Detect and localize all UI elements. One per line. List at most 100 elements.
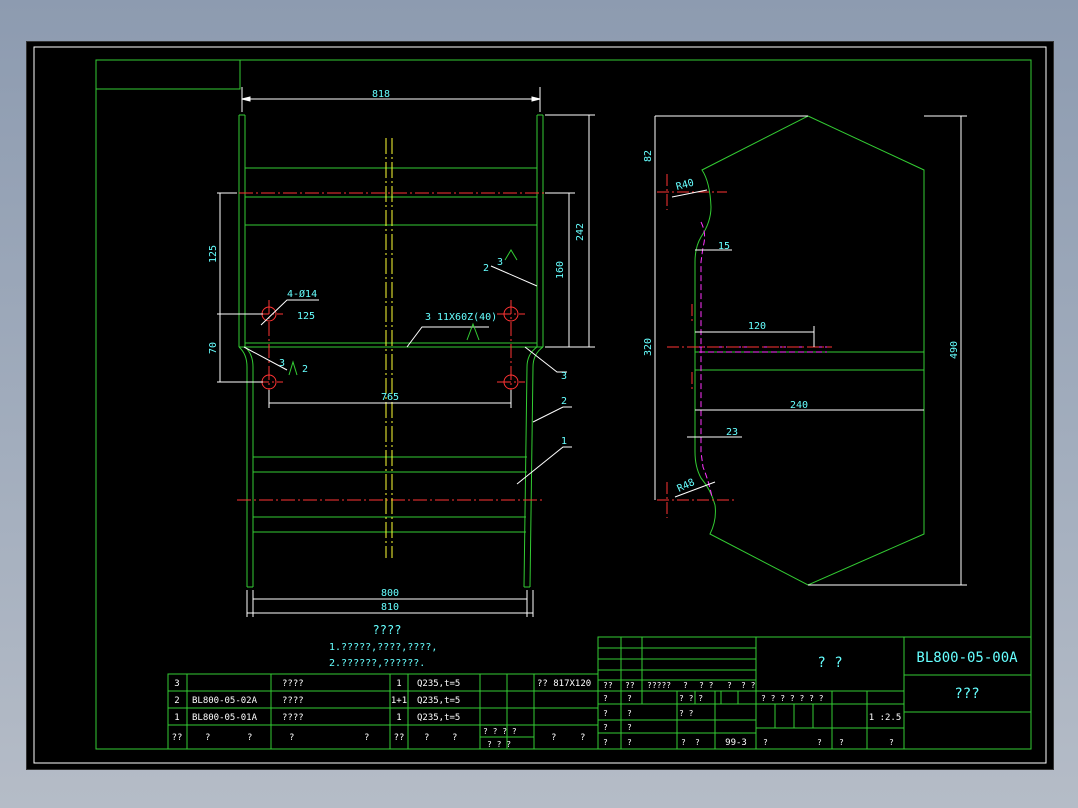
parts-row-3-name: ???? (282, 679, 304, 689)
side-view-dimensions (654, 115, 967, 586)
unit-name: ? ? (817, 655, 842, 671)
tb-r3-c2: ? (627, 709, 632, 718)
notes-line-2: 2.??????,??????. (329, 658, 425, 669)
tb-r5-right-2: ? (817, 738, 822, 747)
drawing-sheet: 818 242 160 125 70 765 800 810 4-Ø14 125… (33, 46, 1047, 764)
drawing-number: BL800-05-00A (916, 650, 1018, 666)
parts-header-qty: ?? (394, 733, 405, 743)
dim-320: 320 (643, 338, 654, 356)
notes-title: ???? (373, 623, 402, 637)
scale-value: 1 :2.5 (869, 713, 902, 723)
weld-upper-right-a: 2 (483, 263, 489, 274)
parts-row-2-code: BL800-05-02A (192, 696, 258, 706)
tb-r3-c1: ? (603, 709, 608, 718)
cad-viewport[interactable]: 818 242 160 125 70 765 800 810 4-Ø14 125… (26, 41, 1054, 770)
balloon-1: 1 (561, 436, 567, 447)
parts-header-code-b: ? (247, 733, 252, 743)
front-view-axis (385, 138, 393, 558)
tb-r1-c2: ?? (625, 681, 635, 690)
weld-symbols (288, 249, 518, 376)
tb-r1-c7: ? ? (741, 681, 756, 690)
tb-r2-c1: ? (603, 694, 608, 703)
tb-r2-c2: ? (627, 694, 632, 703)
parts-header-mat-a: ? (424, 733, 429, 743)
parts-header-name-b: ? (364, 733, 369, 743)
parts-row-3-material: Q235,t=5 (417, 679, 460, 689)
dim-800: 800 (381, 588, 399, 599)
drawing-name: ??? (954, 686, 979, 702)
tb-r2-c3: ? ? ? (679, 694, 703, 703)
front-view-centerlines (217, 192, 557, 501)
parts-row-3-remark: ?? 817X120 (537, 679, 591, 689)
dim-240: 240 (790, 400, 808, 411)
parts-header-remark-b: ? (580, 733, 585, 743)
parts-header-code-a: ? (205, 733, 210, 743)
parts-header-remark-a: ? (551, 733, 556, 743)
dim-818: 818 (372, 89, 390, 100)
parts-header-name: ? (289, 733, 294, 743)
tb-r5-c1: ? (603, 738, 608, 747)
dim-125: 125 (208, 245, 219, 263)
dim-r40: R40 (675, 178, 695, 193)
tb-r1-c6: ? (727, 681, 732, 690)
parts-list: 3 ???? 1 Q235,t=5 ?? 817X120 2 BL800-05-… (167, 673, 599, 750)
title-block: BL800-05-00A ??? ? ? 1 :2.5 99-3 ?? ?? ?… (597, 636, 1032, 750)
drawing-frame (33, 46, 1047, 764)
parts-row-1-material: Q235,t=5 (417, 713, 460, 723)
tb-r5-c4: ? (695, 738, 700, 747)
notes-line-1: 1.?????,????,????, (329, 642, 437, 653)
tb-r1-c3: ????? (647, 681, 671, 690)
date-value: 99-3 (725, 738, 747, 748)
tb-r5-right-1: ? (763, 738, 768, 747)
side-view: 82 R40 15 120 320 240 23 R48 490 (643, 115, 967, 586)
tb-r4-c2: ? (627, 723, 632, 732)
parts-header-no: ?? (172, 733, 183, 743)
weld-left-side: 2 (302, 364, 308, 375)
parts-row-2-no: 2 (174, 696, 179, 706)
dim-765: 765 (381, 392, 399, 403)
technical-notes: ???? 1.?????,????,????, 2.??????,??????. (329, 623, 437, 669)
tb-r3-c3: ? ? (679, 709, 694, 718)
weld-upper-right-b: 3 (497, 257, 503, 268)
parts-header-weight-2: ? ? ? (487, 740, 511, 749)
parts-row-1-no: 1 (174, 713, 179, 723)
parts-row-3-qty: 1 (396, 679, 401, 689)
tb-r5-c2: ? (627, 738, 632, 747)
tb-r1-c1: ?? (603, 681, 613, 690)
parts-header-mat-b: ? (452, 733, 457, 743)
front-view-dimensions (217, 87, 595, 617)
parts-header-weight-1: ? ? ? ? (483, 727, 517, 736)
parts-row-1-qty: 1 (396, 713, 401, 723)
tb-r5-right-3: ? (839, 738, 844, 747)
side-view-centerlines (657, 174, 832, 518)
dim-120: 120 (748, 321, 766, 332)
tb-r5-right-4: ? (889, 738, 894, 747)
weld-left-top: 3 (279, 358, 285, 369)
dim-810: 810 (381, 602, 399, 613)
dim-490: 490 (949, 341, 960, 359)
tb-r4-c1: ? (603, 723, 608, 732)
tb-r1-right: ? ? ? ? ? ? ? (761, 694, 824, 703)
balloon-3: 3 (561, 371, 567, 382)
parts-row-2-material: Q235,t=5 (417, 696, 460, 706)
side-view-outline (694, 115, 925, 586)
dim-70: 70 (208, 342, 219, 354)
parts-row-2-name: ???? (282, 696, 304, 706)
front-view-outline (238, 114, 544, 588)
parts-row-3-no: 3 (174, 679, 179, 689)
hole-callout: 4-Ø14 (287, 288, 317, 300)
hole-callout-sub: 125 (297, 311, 315, 322)
parts-row-1-code: BL800-05-01A (192, 713, 258, 723)
tb-r5-c3: ? (681, 738, 686, 747)
dim-160: 160 (555, 261, 566, 279)
front-view: 818 242 160 125 70 765 800 810 4-Ø14 125… (208, 87, 595, 617)
tb-r1-c4: ? (683, 681, 688, 690)
dim-82: 82 (643, 150, 654, 162)
weld-mid-label: 11X60Z(40) (437, 312, 497, 323)
dim-242: 242 (575, 223, 586, 241)
parts-row-1-name: ???? (282, 713, 304, 723)
dim-15: 15 (718, 241, 730, 252)
side-view-hidden (699, 221, 827, 498)
weld-mid-num: 3 (425, 312, 431, 323)
tb-r1-c5: ? ? (699, 681, 714, 690)
